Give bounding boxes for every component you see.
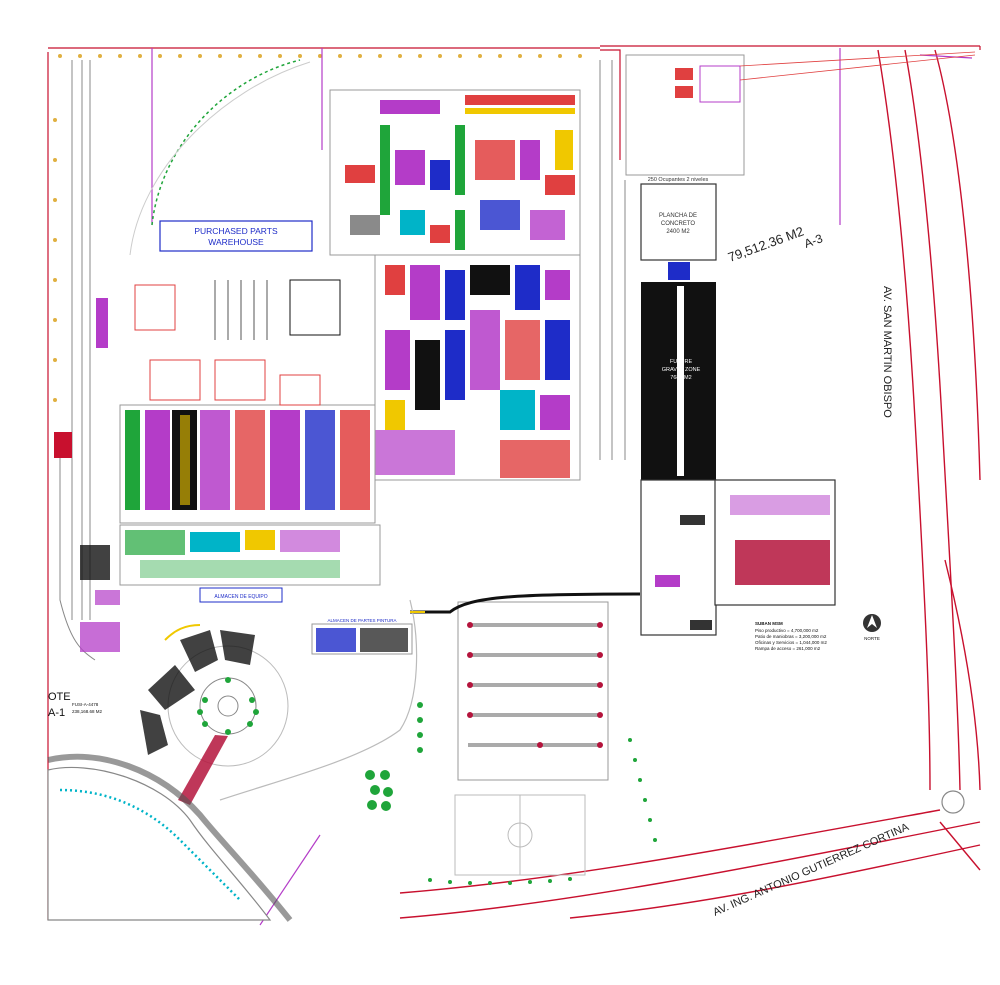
concrete-area: 2400 M2 [666,229,690,235]
site-summary: SUBAN MSM Piso productivo = 4,700,000 m2… [755,621,827,651]
utility-block [625,51,976,176]
summary-line-2: Patio de maniobras = 3,200,000 m2 [755,634,827,639]
concrete-header: 250 Ocupantes 2 niveles [648,177,709,183]
plaza-trees [197,677,423,811]
warehouse-title-2: WAREHOUSE [208,237,264,247]
lot-a3-label: A-3 [802,231,825,251]
concrete-title-1: PLANCHA DE [659,213,697,219]
plant-middle-block [374,254,581,481]
summary-title: SUBAN MSM [755,621,783,626]
lake [47,753,293,922]
plant-west-block [119,404,376,524]
survey-lines [151,48,973,926]
central-road [599,60,626,460]
north-arrow-icon: NORTE [863,614,881,641]
west-buildings [134,279,341,406]
plant-south-block: ALMACEN DE EQUIPO [80,524,381,652]
canal [219,599,418,801]
lot-a1-area: 238,168.68 M2 [72,709,103,714]
north-arc [151,59,301,226]
almacen-label: ALMACEN DE EQUIPO [214,594,267,600]
summary-line-3: Oficinas y Servicios = 1,044,000 m2 [755,640,827,645]
concrete-title-2: CONCRETO [661,221,696,227]
future-gravel-zone: FUTURE GRAVEL ZONE 7680 M2 [641,282,716,480]
west-parking-rows [214,280,268,340]
south-avenue [399,809,981,919]
purchased-parts-warehouse: PURCHASED PARTS WAREHOUSE [159,220,313,252]
parts-painting-storage: ALMACEN DE PARTES PINTURA [311,618,413,655]
east-avenue [877,49,981,791]
warehouse-title-1: PURCHASED PARTS [194,226,278,236]
plant-north-block [329,89,581,256]
yellow-path [164,611,425,641]
lot-a3-area: 79,512.36 M2 [726,224,806,265]
future-area: 7680 M2 [670,375,691,381]
future-title-2: GRAVEL ZONE [662,367,701,373]
north-label: NORTE [864,636,880,641]
purple-bay [96,298,108,348]
tree-line [53,54,582,402]
parking-lot [457,601,609,781]
circular-plaza [140,630,289,805]
summary-line-1: Piso productivo = 4,700,000 m2 [755,628,819,633]
access-ramp [410,592,641,614]
east-avenue-label: AV. SAN MARTIN OBISPO [881,286,893,418]
summary-line-4: Rampa de acceso = 261,000 m2 [755,646,821,651]
lot-a1-title-1: OTE [48,691,71,703]
concrete-slab: 250 Ocupantes 2 niveles PLANCHA DE CONCR… [640,177,717,280]
gate-marker [54,432,72,458]
west-access-road [59,60,96,661]
soccer-field [454,794,586,876]
future-title-1: FUTURE [670,359,693,365]
north-arc-2 [129,61,311,256]
parking-tree-line [428,738,657,885]
roundabout [941,790,965,814]
lot-a1-code: FUSI-A-4478 [72,702,99,707]
south-avenue-label: AV. ING. ANTONIO GUTIERREZ CORTINA [711,821,911,919]
east-building [640,479,836,636]
lot-a1-title-2: A-1 [48,707,65,719]
parts-label: ALMACEN DE PARTES PINTURA [327,618,396,623]
